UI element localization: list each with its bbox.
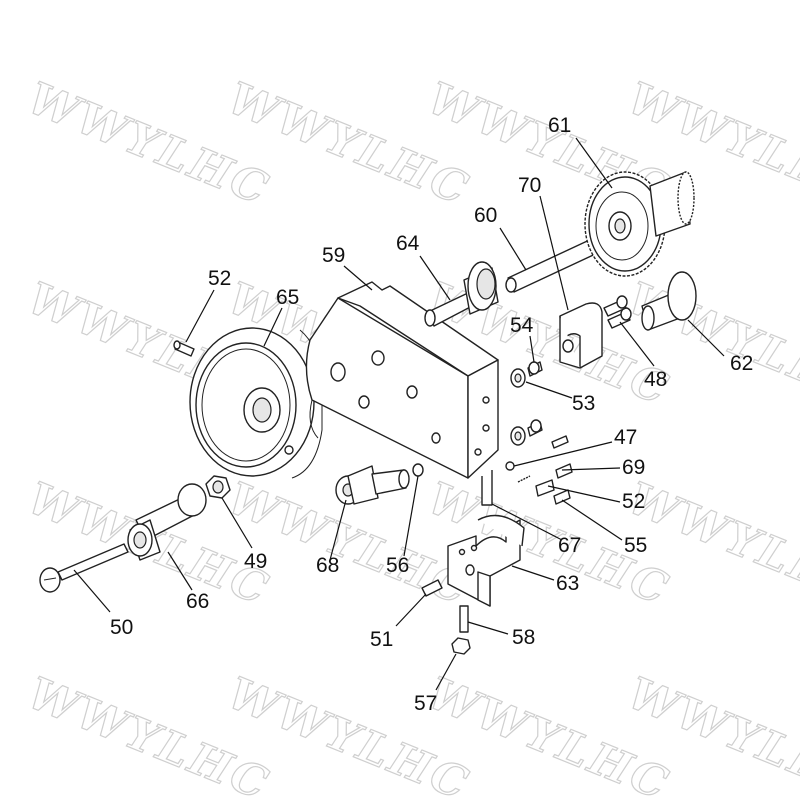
callout-57: 57 (414, 692, 437, 715)
handwheel-icon (189, 327, 323, 479)
callout-70: 70 (518, 174, 541, 197)
leader-line (343, 265, 373, 291)
pin-icon (459, 605, 469, 633)
leader-line (167, 551, 193, 591)
housing-icon (305, 281, 499, 506)
handle-icon (335, 465, 410, 505)
callout-48: 48 (644, 368, 667, 391)
leader-line (403, 475, 419, 557)
gear-icon (584, 171, 695, 277)
callout-63: 63 (556, 572, 579, 595)
callout-52-top: 52 (208, 267, 231, 290)
callout-66: 66 (186, 590, 209, 613)
leader-line (575, 137, 613, 189)
leader-line (561, 467, 621, 471)
callout-53: 53 (572, 392, 595, 415)
leader-line (221, 497, 253, 549)
callout-68: 68 (316, 554, 339, 577)
callout-67: 67 (558, 534, 581, 557)
callout-47: 47 (614, 426, 637, 449)
callout-64: 64 (396, 232, 420, 255)
leader-line (263, 307, 283, 347)
leader-line (395, 593, 427, 627)
callout-65: 65 (276, 286, 299, 309)
leader-line (619, 321, 655, 367)
callout-50: 50 (110, 616, 133, 639)
callout-61: 61 (548, 114, 571, 137)
leader-line (329, 499, 347, 561)
leader-line (419, 255, 451, 301)
screw-icon (412, 463, 424, 477)
callout-69: 69 (622, 456, 645, 479)
spring-pin-icon (505, 435, 573, 505)
leader-line (491, 503, 563, 541)
leader-line (547, 485, 621, 503)
callout-60: 60 (474, 204, 497, 227)
pinion-gear-icon (424, 261, 499, 327)
callout-58: 58 (512, 626, 535, 649)
leader-line (513, 441, 613, 467)
leader-line (185, 289, 215, 343)
callout-labels: 61 70 60 64 59 52 65 54 48 62 53 47 69 5… (110, 114, 753, 715)
callout-49: 49 (244, 550, 267, 573)
callout-52-right: 52 (622, 490, 645, 513)
leader-line (499, 227, 527, 271)
clamp-block-icon (447, 514, 525, 607)
leader-line (525, 381, 573, 399)
pin-icon (173, 340, 195, 357)
bolt-icon (603, 295, 632, 329)
knob-icon (641, 271, 697, 331)
leader-lines (73, 137, 725, 691)
nut-icon (205, 475, 231, 499)
leader-line (561, 499, 623, 541)
nut-icon (451, 637, 471, 655)
leader-line (435, 653, 457, 691)
callout-56: 56 (386, 554, 409, 577)
callout-51: 51 (370, 628, 393, 651)
leader-line (529, 335, 535, 363)
pin-icon (421, 579, 443, 597)
leader-line (511, 565, 555, 581)
sleeve-icon (127, 483, 207, 561)
leader-line (467, 621, 509, 635)
callout-54: 54 (510, 314, 534, 337)
leader-line (539, 195, 569, 311)
bracket-icon (559, 302, 603, 369)
callout-62: 62 (730, 352, 753, 375)
callout-59: 59 (322, 244, 345, 267)
leader-line (73, 569, 111, 613)
long-bolt-icon (39, 543, 129, 593)
callout-55: 55 (624, 534, 647, 557)
leader-line (687, 319, 725, 357)
washer-icon (510, 361, 543, 446)
